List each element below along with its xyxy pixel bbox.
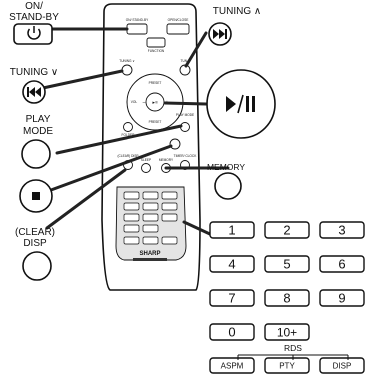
key-10plus-label: 10+ (277, 325, 297, 339)
remote-label-timer-clock: TIMER/ CLOCK (174, 154, 198, 158)
key-10plus[interactable] (264, 323, 310, 341)
key-0-label: 0 (228, 325, 235, 340)
key-9-label: 9 (338, 291, 345, 306)
remote-label-play-pause: ▶/II (152, 101, 157, 105)
key-4[interactable] (209, 255, 255, 273)
key-7-label: 7 (228, 291, 235, 306)
rds-key-pty-label: PTY (279, 361, 295, 370)
remote-label-preset-down: PRESET (149, 120, 162, 124)
clear-disp-label-line1: (CLEAR) (15, 227, 55, 238)
key-2-label: 2 (283, 223, 290, 238)
remote-function-button (146, 37, 166, 48)
remote-sleep-button (141, 163, 151, 173)
tuning-up-callout: TUNING ∧ (208, 6, 261, 46)
remote-label-preset-up: PRESET (149, 81, 162, 85)
key-9[interactable] (319, 289, 365, 307)
remote-open-close-button (166, 23, 190, 35)
remote-tuning-down-button (121, 64, 133, 76)
play-mode-label-line1: PLAY (26, 114, 51, 125)
rds-key-aspm[interactable] (209, 357, 255, 374)
play-mode-button[interactable] (21, 139, 51, 169)
remote-label-play-mode: PLAY MODE (176, 113, 194, 117)
power-icon (27, 26, 41, 40)
stop-icon (32, 192, 40, 200)
key-8[interactable] (264, 289, 310, 307)
on-standby-label-line2: STAND-BY (9, 12, 59, 23)
stop-callout (19, 179, 53, 213)
remote-label-folder: FOLDER (122, 133, 136, 137)
rds-label: RDS (284, 343, 302, 353)
clear-disp-label-line2: DISP (23, 238, 47, 249)
remote-label-tuning-up: TUN∧ (181, 59, 190, 63)
key-3[interactable] (319, 221, 365, 239)
remote-label-function: FUNCTION (148, 49, 165, 53)
remote-label-clear-disp: (CLEAR) DISP (117, 154, 138, 158)
callout-lines (41, 27, 230, 237)
key-6[interactable] (319, 255, 365, 273)
key-5[interactable] (264, 255, 310, 273)
remote-label-sleep: SLEEP (141, 158, 151, 162)
remote-brand-logo: SHARP (139, 251, 160, 257)
key-5-label: 5 (283, 257, 290, 272)
clear-disp-callout: (CLEAR) DISP (15, 227, 55, 281)
play-pause-icon (226, 94, 255, 114)
rds-key-aspm-label: ASPM (221, 361, 244, 370)
power-callout: ON/ STAND-BY (9, 1, 59, 45)
remote-label-memory: MEMORY (159, 158, 174, 162)
key-4-label: 4 (228, 257, 235, 272)
clear-disp-button[interactable] (22, 251, 52, 281)
skip-forward-icon (213, 29, 227, 39)
key-1[interactable] (209, 221, 255, 239)
remote-folder-button (123, 122, 133, 132)
power-button[interactable] (13, 23, 53, 45)
key-8-label: 8 (283, 291, 290, 306)
rds-key-pty[interactable] (264, 357, 310, 374)
rds-group: RDS (237, 343, 349, 360)
rds-key-disp-label: DISP (333, 361, 352, 370)
play-mode-label-line2: MODE (23, 126, 53, 137)
remote-label-vol: VOL (131, 100, 138, 104)
key-6-label: 6 (338, 257, 345, 272)
on-standby-label-line1: ON/ (25, 1, 43, 12)
key-3-label: 3 (338, 223, 345, 238)
key-0[interactable] (209, 323, 255, 341)
tuning-down-label: TUNING ∨ (10, 67, 58, 78)
key-1-label: 1 (228, 223, 235, 238)
memory-button[interactable] (214, 172, 242, 200)
svg-text:–: – (143, 100, 146, 106)
remote-power-button (126, 23, 148, 35)
key-2[interactable] (264, 221, 310, 239)
key-7[interactable] (209, 289, 255, 307)
remote-label-open-close: OPEN/CLOSE (168, 18, 189, 22)
memory-label: MEMORY (207, 162, 245, 172)
rds-key-disp[interactable] (319, 357, 365, 374)
remote-label-tuning-down: TUNING ∨ (119, 59, 134, 63)
memory-callout: MEMORY (207, 162, 245, 200)
remote-label-on-standby: ON/ STAND-BY (126, 18, 149, 22)
play-pause-callout (206, 69, 276, 139)
tuning-up-label: TUNING ∧ (213, 6, 261, 17)
remote-stop-button (169, 138, 181, 150)
tuning-down-callout: TUNING ∨ (10, 67, 58, 104)
skip-back-icon (27, 87, 41, 97)
remote-mini-keypad: SHARP (123, 191, 178, 261)
play-mode-callout: PLAY MODE (21, 114, 53, 169)
numeric-keypad: 1 2 3 4 5 6 7 8 9 0 10+ ASPM PTY DISP (209, 221, 365, 374)
